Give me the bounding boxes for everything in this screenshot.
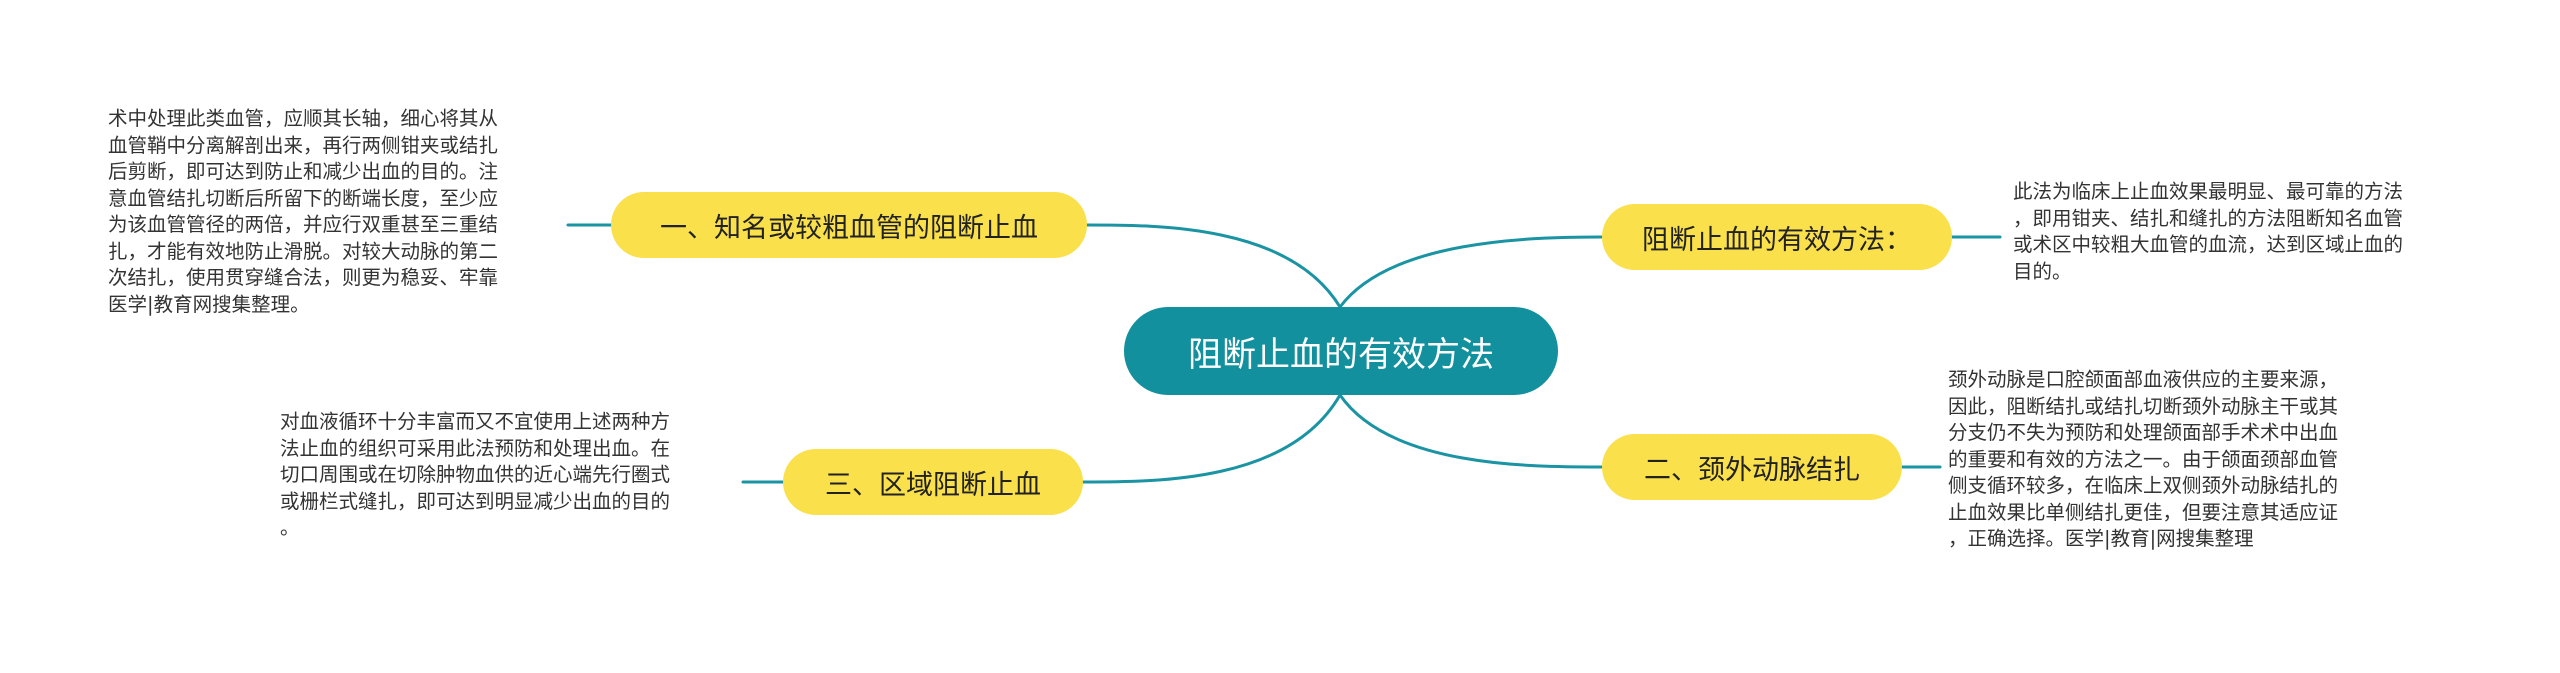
- root-label: 阻断止血的有效方法: [1188, 334, 1494, 375]
- note-line: 对血液循环十分丰富而又不宜使用上述两种方: [280, 410, 671, 433]
- note-line: 法止血的组织可采用此法预防和处理出血。在: [280, 436, 671, 460]
- branch-label: 二、颈外动脉结扎: [1644, 454, 1860, 486]
- link-root-b2: [1338, 235, 1604, 309]
- link-root-b3: [1081, 393, 1342, 484]
- note-branch-1: 术中处理此类血管，应顺其长轴，细心将其从 血管鞘中分离解剖出来，再行两侧钳夹或结…: [108, 106, 498, 318]
- root-node[interactable]: 阻断止血的有效方法: [1124, 307, 1558, 395]
- note-line: 为该血管管径的两倍，并应行双重甚至三重结: [108, 213, 499, 236]
- note-line: 医学|教育网搜集整理。: [108, 292, 310, 316]
- note-line: 扎，才能有效地防止滑脱。对较大动脉的第二: [108, 239, 499, 263]
- note-line: 意血管结扎切断后所留下的断端长度，至少应: [108, 186, 499, 210]
- note-line: 侧支循环较多，在临床上双侧颈外动脉结扎的: [1948, 474, 2339, 497]
- branch-label: 阻断止血的有效方法：: [1642, 224, 1912, 256]
- branch-node-4[interactable]: 二、颈外动脉结扎: [1602, 434, 1902, 500]
- note-line: 。: [280, 516, 300, 539]
- note-line: 或栅栏式缝扎，即可达到明显减少出血的目的: [280, 489, 671, 513]
- note-line: 血管鞘中分离解剖出来，再行两侧钳夹或结扎: [108, 133, 499, 157]
- branch-node-3[interactable]: 三、区域阻断止血: [783, 449, 1083, 515]
- note-line: ，即用钳夹、结扎和缝扎的方法阻断知名血管: [2013, 206, 2404, 230]
- note-line: 的重要和有效的方法之一。由于颌面颈部血管: [1948, 447, 2339, 471]
- branch-label: 三、区域阻断止血: [825, 469, 1041, 501]
- note-line: 因此，阻断结扎或结扎切断颈外动脉主干或其: [1948, 394, 2339, 418]
- note-line: 后剪断，即可达到防止和减少出血的目的。注: [108, 160, 499, 183]
- link-root-b4: [1338, 393, 1604, 469]
- note-line: 切口周围或在切除肿物血供的近心端先行圈式: [280, 463, 671, 486]
- note-line: 止血效果比单侧结扎更佳，但要注意其适应证: [1948, 500, 2339, 524]
- note-line: 次结扎，使用贯穿缝合法，则更为稳妥、牢靠: [108, 266, 499, 289]
- note-branch-2: 此法为临床上止血效果最明显、最可靠的方法 ，即用钳夹、结扎和缝扎的方法阻断知名血…: [2013, 179, 2403, 285]
- note-line: 或术区中较粗大血管的血流，达到区域止血的: [2013, 233, 2404, 256]
- note-branch-4: 颈外动脉是口腔颌面部血液供应的主要来源， 因此，阻断结扎或结扎切断颈外动脉主干或…: [1948, 367, 2338, 553]
- branch-node-2[interactable]: 阻断止血的有效方法：: [1602, 204, 1952, 270]
- note-line: 颈外动脉是口腔颌面部血液供应的主要来源，: [1948, 368, 2339, 391]
- note-line: 目的。: [2013, 259, 2072, 283]
- note-line: ，正确选择。医学|教育|网搜集整理: [1948, 527, 2254, 550]
- branch-node-1[interactable]: 一、知名或较粗血管的阻断止血: [611, 192, 1087, 258]
- link-root-b1: [1085, 223, 1342, 309]
- note-line: 术中处理此类血管，应顺其长轴，细心将其从: [108, 107, 499, 130]
- note-line: 分支仍不失为预防和处理颌面部手术术中出血: [1948, 421, 2339, 444]
- note-line: 此法为临床上止血效果最明显、最可靠的方法: [2013, 180, 2404, 203]
- note-branch-3: 对血液循环十分丰富而又不宜使用上述两种方 法止血的组织可采用此法预防和处理出血。…: [280, 409, 670, 542]
- branch-label: 一、知名或较粗血管的阻断止血: [660, 212, 1038, 244]
